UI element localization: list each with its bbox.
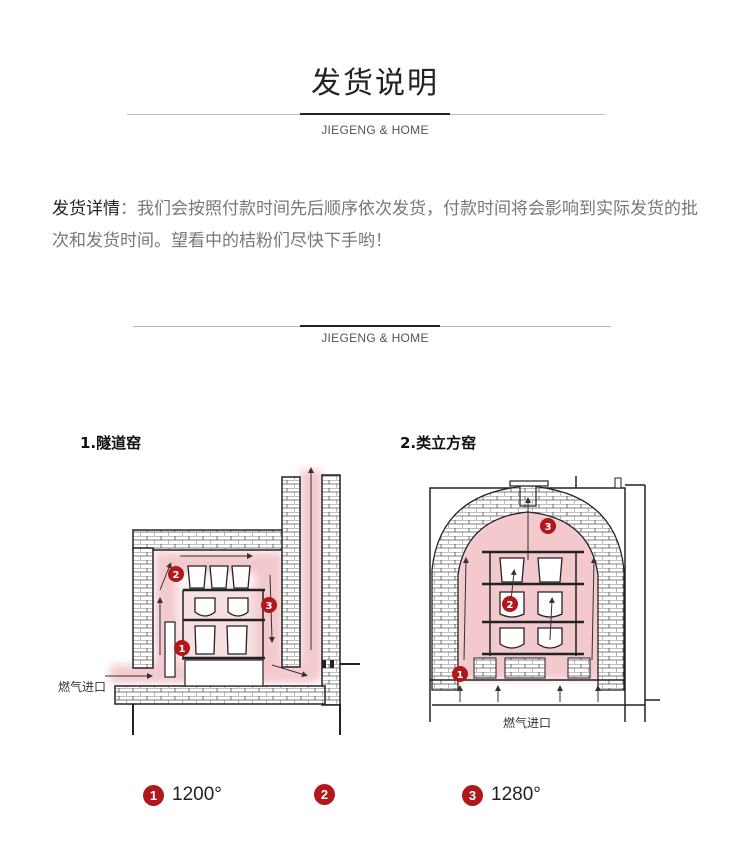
marker-2-right: 2 <box>507 600 514 611</box>
marker-3-left: 3 <box>266 601 273 612</box>
tunnel-kiln-diagram: 2 3 1 燃气进口 <box>58 467 360 735</box>
marker-1-left: 1 <box>179 644 186 655</box>
marker-2-left: 2 <box>173 570 180 581</box>
header-subtitle: JIEGENG & HOME <box>321 123 429 137</box>
marker-3-right: 3 <box>545 522 552 533</box>
header-divider-accent <box>300 113 450 115</box>
cubic-kiln-diagram: 3 2 1 燃气进口 <box>429 476 660 730</box>
legend-number-1: 1 <box>143 784 164 806</box>
legend-item-3: 3 1280° <box>462 784 541 806</box>
gas-inlet-label-left: 燃气进口 <box>58 679 106 694</box>
legend-text-3: 1280° <box>491 784 541 805</box>
tunnel-kiln-label: 1.隧道窑 <box>80 434 142 452</box>
gas-inlet-label-right: 燃气进口 <box>503 715 551 730</box>
legend-number-3: 3 <box>462 784 483 806</box>
shipping-details-text: ：我们会按照付款时间先后顺序依次发货，付款时间将会影响到实际发货的批次和发货时间… <box>52 199 698 251</box>
shipping-details: 发货详情：我们会按照付款时间先后顺序依次发货，付款时间将会影响到实际发货的批次和… <box>52 193 702 257</box>
marker-1-right: 1 <box>457 670 464 681</box>
legend-item-1: 1 1200° <box>143 784 222 806</box>
section-divider-accent <box>300 325 440 327</box>
shipping-details-label: 发货详情 <box>52 199 120 219</box>
page-title: 发货说明 <box>311 66 439 101</box>
cubic-kiln-label: 2.类立方窑 <box>400 434 477 452</box>
legend-item-2: 2 <box>314 784 343 805</box>
legend-text-1: 1200° <box>172 784 222 805</box>
legend-number-2: 2 <box>314 784 335 805</box>
section-subtitle: JIEGENG & HOME <box>321 331 429 345</box>
